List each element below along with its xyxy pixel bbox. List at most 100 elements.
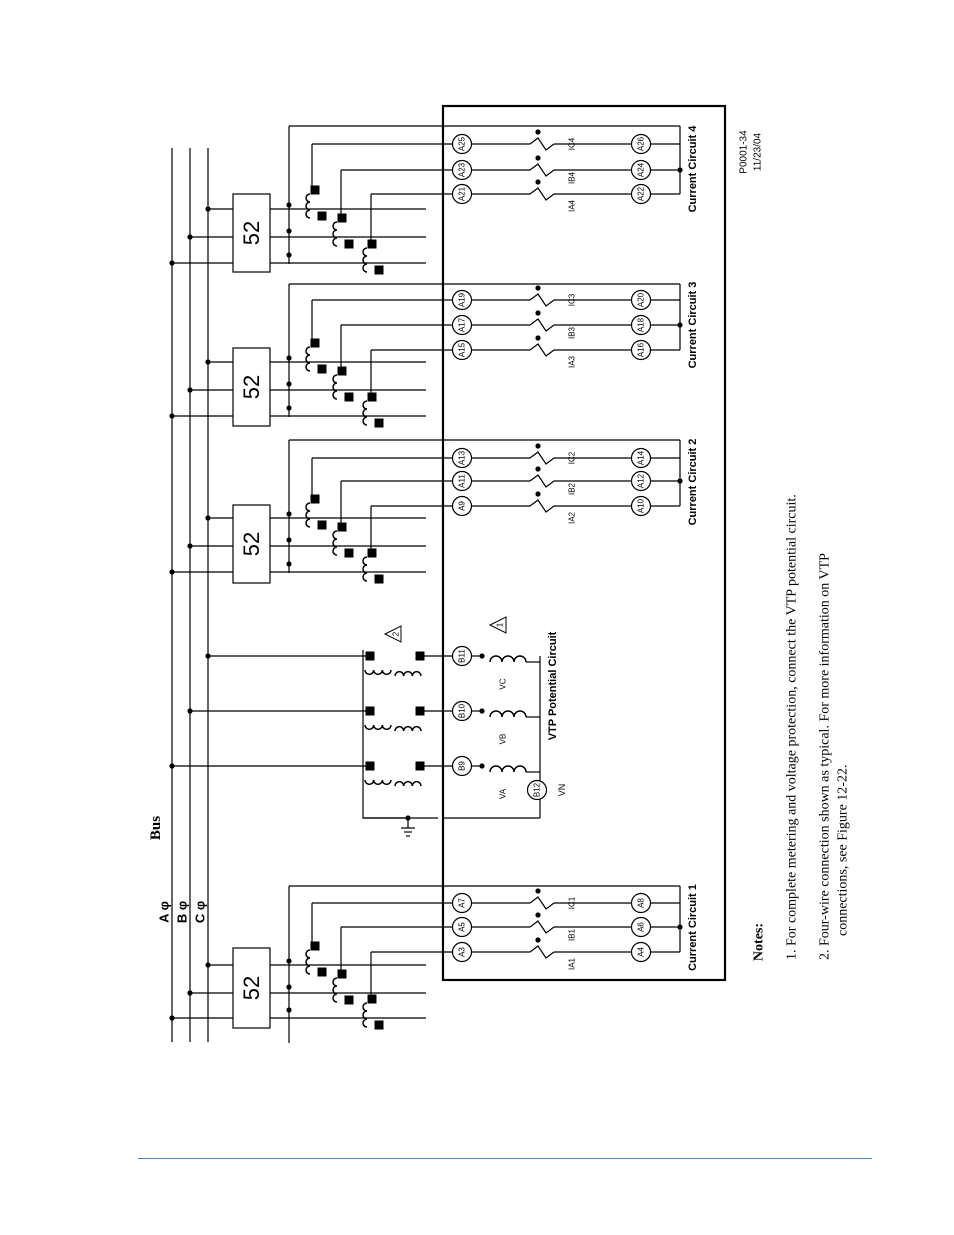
circuit-3-current-label-0: IA3 — [568, 355, 577, 368]
circuit-3-common-dot-2 — [286, 381, 292, 387]
circuit-4-ct-coil-2 — [362, 247, 368, 273]
vtp-bus-dot-1 — [187, 708, 193, 714]
circuit-3-terminal-bottom-0-ring — [630, 339, 652, 361]
relay-enclosure — [441, 104, 727, 982]
circuit-4-terminal-bottom-2: A26 — [637, 136, 646, 151]
circuit-2-common-dot-1 — [286, 511, 292, 517]
circuit-1-ct-mark-1 — [344, 995, 354, 1005]
circuit-1-ct-polarity-1 — [337, 969, 347, 979]
circuit-1-sensor-0 — [529, 945, 555, 959]
circuit-2-ct-coil-2 — [362, 556, 368, 582]
circuit-4-ct-coil-0 — [305, 193, 311, 219]
figure-date: 11/23/04 — [753, 132, 764, 171]
vtp-relay-coil-0 — [489, 765, 527, 773]
figure-id: P0001-34 — [739, 130, 750, 174]
circuit-2-sensor-dot-0 — [535, 491, 541, 497]
circuit-2-current-label-1: IB2 — [568, 482, 577, 495]
circuit-1-ct-polarity-0 — [310, 941, 320, 951]
circuit-4-sensor-2 — [529, 137, 555, 151]
circuit-3-terminal-top-2: A19 — [458, 292, 467, 307]
circuit-2-sensor-0 — [529, 499, 555, 513]
circuit-2-terminal-top-0-ring — [451, 495, 473, 517]
circuit-2-terminal-bottom-2-ring — [630, 447, 652, 469]
circuit-4-bus-dot-c — [205, 206, 211, 212]
circuit-3-sensor-dot-0 — [535, 335, 541, 341]
circuit-1-sensor-dot-1 — [535, 912, 541, 918]
circuit-4-sensor-dot-1 — [535, 155, 541, 161]
vtp-neutral-label: VN — [557, 784, 567, 797]
vtp-relay-coil-2 — [489, 655, 527, 663]
circuit-3-sensor-2 — [529, 293, 555, 307]
circuit-4-terminal-top-0: A21 — [458, 186, 467, 201]
vtp-secondary-mark-2 — [415, 651, 425, 661]
circuit-1-terminal-top-1: A5 — [458, 922, 467, 932]
circuit-3-sensor-0 — [529, 343, 555, 357]
circuit-1-common-dot-2 — [286, 984, 292, 990]
circuit-2-sensor-dot-2 — [535, 443, 541, 449]
vtp-bus-dot-2 — [205, 653, 211, 659]
circuit-3-terminal-bottom-2: A20 — [637, 292, 646, 307]
circuit-1-sensor-2 — [529, 896, 555, 910]
circuit-2-ct-polarity-2 — [367, 548, 377, 558]
circuit-4-bus-dot-b — [187, 234, 193, 240]
circuit-1-ct-mark-2 — [374, 1020, 384, 1030]
circuit-1-current-label-2: IC1 — [568, 896, 577, 909]
vtp-terminal-0-ring — [451, 755, 473, 777]
circuit-3-bus-dot-b — [187, 387, 193, 393]
circuit-1-ct-coil-1 — [332, 977, 338, 1003]
circuit-3-bus-dot-a — [169, 413, 175, 419]
vtp-primary-mark-1 — [365, 706, 375, 716]
vtp-secondary-coil-1 — [394, 725, 422, 732]
circuit-1-common-dot-3 — [286, 1007, 292, 1013]
circuit-4-breaker — [232, 193, 271, 273]
circuit-1-terminal-bottom-1: A6 — [637, 922, 646, 932]
vtp-secondary-mark-0 — [415, 761, 425, 771]
circuit-3-sensor-dot-1 — [535, 310, 541, 316]
circuit-2-sensor-1 — [529, 474, 555, 488]
circuit-4-sensor-0 — [529, 187, 555, 201]
circuit-4-current-label-0: IA4 — [568, 199, 577, 212]
circuit-2-terminal-bottom-0: A10 — [637, 498, 646, 513]
circuit-3-terminal-bottom-0: A16 — [637, 342, 646, 357]
circuit-1-ct-coil-0 — [305, 949, 311, 975]
circuit-1-terminal-top-1-ring — [451, 916, 473, 938]
note-flag-2-label: 2 — [392, 631, 401, 636]
circuit-2-sensor-dot-1 — [535, 466, 541, 472]
vtp-primary-coil-a-1 — [364, 724, 392, 731]
circuit-3-breaker-label: 52 — [239, 375, 264, 399]
vtp-name: VTP Potential Circuit — [547, 631, 559, 740]
circuit-4-terminal-top-2-ring — [451, 133, 473, 155]
circuit-4-terminal-bottom-2-ring — [630, 133, 652, 155]
circuit-3-terminal-top-0-ring — [451, 339, 473, 361]
ground-dot — [405, 815, 411, 821]
vtp-coil-dot-0 — [479, 763, 485, 769]
vtp-coil-dot-1 — [479, 708, 485, 714]
vtp-primary-coil-a-0 — [364, 779, 392, 786]
circuit-2-current-label-2: IC2 — [568, 451, 577, 464]
circuit-1-sensor-dot-0 — [535, 937, 541, 943]
circuit-1-sensor-1 — [529, 920, 555, 934]
vtp-coil-dot-2 — [479, 653, 485, 659]
footer-rule — [138, 1158, 872, 1159]
vtp-terminal-2: B11 — [458, 649, 467, 663]
notes-title: Notes: — [752, 923, 767, 961]
note-flag-2 — [383, 625, 402, 643]
vtp-terminal-0: B9 — [458, 761, 467, 771]
circuit-4-name: Current Circuit 4 — [687, 125, 699, 213]
vtp-bus-dot-0 — [169, 763, 175, 769]
circuit-2-common-dot-2 — [286, 537, 292, 543]
circuit-1-bus-dot-a — [169, 1015, 175, 1021]
circuit-3-sensor-1 — [529, 318, 555, 332]
circuit-1-terminal-top-0-ring — [451, 941, 473, 963]
circuit-2-breaker — [232, 504, 271, 584]
circuit-2-ct-mark-0 — [317, 520, 327, 530]
note-2-continued: connections, see Figure 12-22. — [836, 765, 851, 936]
circuit-1-sensor-dot-2 — [535, 888, 541, 894]
circuit-2-ct-coil-1 — [332, 530, 338, 556]
circuit-1-bus-dot-b — [187, 990, 193, 996]
vtp-primary-mark-2 — [365, 651, 375, 661]
vtp-label-0: VA — [499, 788, 508, 799]
bus-label-a: A φ — [157, 901, 172, 923]
circuit-3-terminal-bottom-1-ring — [630, 314, 652, 336]
